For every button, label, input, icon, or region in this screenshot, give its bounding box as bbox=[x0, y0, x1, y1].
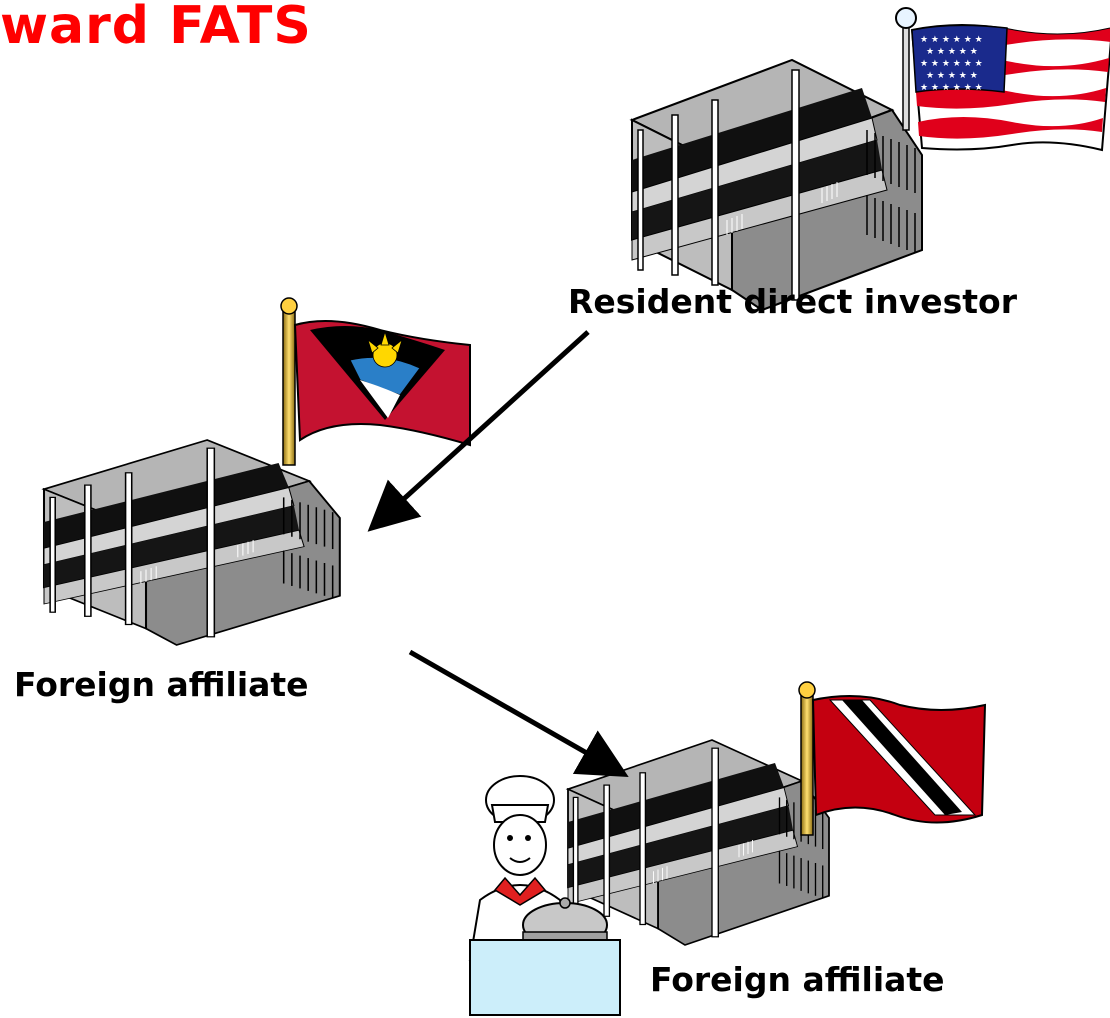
trinidad-flag-icon bbox=[798, 681, 987, 836]
svg-text:★ ★ ★ ★ ★ ★: ★ ★ ★ ★ ★ ★ bbox=[920, 59, 983, 69]
investor-building-icon bbox=[631, 59, 923, 311]
svg-text:★ ★ ★ ★ ★ ★: ★ ★ ★ ★ ★ ★ bbox=[920, 83, 983, 93]
chef-icon bbox=[468, 775, 621, 1016]
usa-flag-icon: ★ ★ ★ ★ ★ ★ ★ ★ ★ ★ ★ ★ ★ ★ ★ ★ ★ ★ ★ ★ … bbox=[895, 7, 1110, 152]
svg-text:★ ★ ★ ★ ★ ★: ★ ★ ★ ★ ★ ★ bbox=[920, 35, 983, 45]
arrow-affiliate1-to-affiliate2 bbox=[408, 649, 629, 777]
antigua-flag-icon bbox=[280, 297, 471, 466]
affiliate2-building-icon bbox=[567, 739, 830, 946]
affiliate2-label: Foreign affiliate bbox=[650, 960, 945, 999]
arrow-investor-to-affiliate1 bbox=[367, 330, 590, 532]
affiliate1-label: Foreign affiliate bbox=[14, 665, 309, 704]
investor-label: Resident direct investor bbox=[568, 282, 1017, 321]
svg-text:★ ★ ★ ★ ★: ★ ★ ★ ★ ★ bbox=[926, 71, 978, 81]
slide-title: ward FATS bbox=[0, 0, 312, 56]
svg-text:★ ★ ★ ★ ★: ★ ★ ★ ★ ★ bbox=[926, 47, 978, 57]
affiliate1-building-icon bbox=[42, 438, 341, 647]
